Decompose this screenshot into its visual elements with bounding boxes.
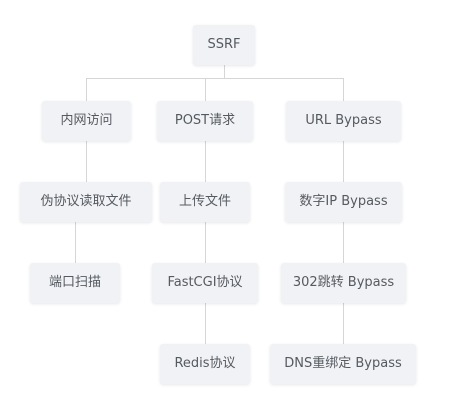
- node-digit-ip-bypass[interactable]: 数字IP Bypass: [285, 182, 402, 222]
- node-dns-rebinding-bypass[interactable]: DNS重绑定 Bypass: [270, 344, 416, 384]
- node-302-redirect-bypass[interactable]: 302跳转 Bypass: [281, 263, 406, 303]
- node-intranet-access[interactable]: 内网访问: [42, 101, 131, 141]
- node-ssrf-root[interactable]: SSRF: [193, 25, 255, 65]
- node-port-scan[interactable]: 端口扫描: [30, 263, 120, 303]
- node-url-bypass[interactable]: URL Bypass: [286, 101, 401, 141]
- node-redis-protocol[interactable]: Redis协议: [160, 344, 250, 384]
- node-fake-protocol-read-file[interactable]: 伪协议读取文件: [20, 182, 152, 222]
- node-post-request[interactable]: POST请求: [157, 101, 253, 141]
- node-fastcgi-protocol[interactable]: FastCGI协议: [152, 263, 258, 303]
- node-upload-file[interactable]: 上传文件: [160, 182, 250, 222]
